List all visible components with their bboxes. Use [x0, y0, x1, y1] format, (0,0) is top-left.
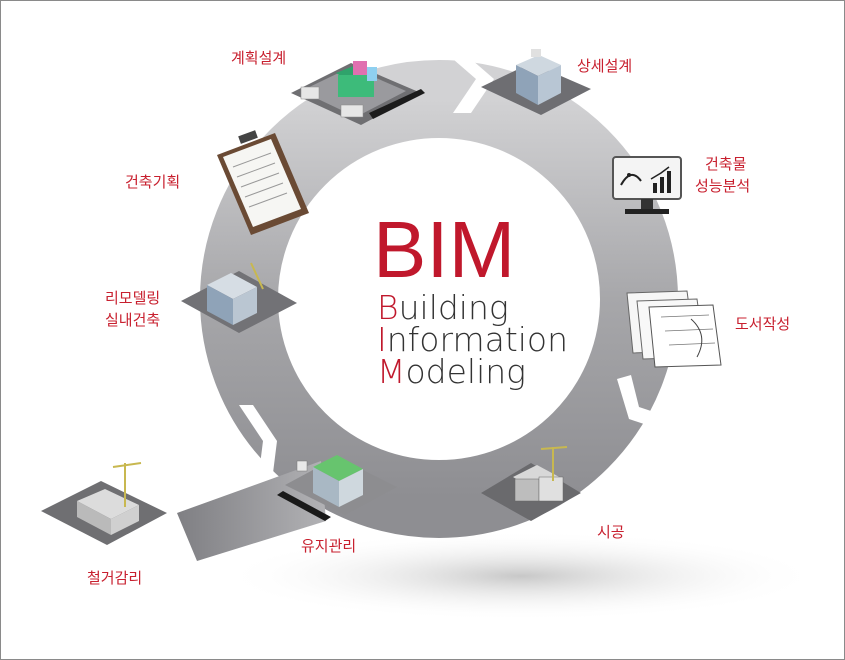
monitor-chart-icon: [612, 156, 682, 214]
label-remodel-line2: 실내건축: [105, 311, 160, 329]
building-icon: [481, 49, 591, 115]
bim-line-modeling: Modeling: [377, 352, 526, 391]
label-perf-analysis-line1: 건축물: [705, 155, 746, 173]
label-perf-analysis-line2: 성능분석: [695, 177, 750, 195]
center-disk: [279, 139, 599, 459]
label-drawing: 도서작성: [735, 315, 790, 333]
bim-title: BIM: [373, 205, 515, 294]
bim-line-building: Building: [377, 288, 509, 327]
label-remodel-line1: 리모델링: [105, 289, 160, 307]
renovation-building-icon: [181, 262, 297, 333]
bim-line-information: Information: [377, 320, 568, 359]
label-construction: 시공: [597, 523, 625, 541]
green-roof-building-icon: [277, 455, 397, 521]
label-planning: 건축기획: [125, 173, 180, 191]
label-plan-design: 계획설계: [231, 49, 286, 67]
arrow-notch-top: [446, 53, 494, 113]
demolition-site-icon: [41, 462, 167, 545]
clipboard-document-icon: [217, 130, 309, 235]
label-detail-design: 상세설계: [577, 57, 632, 75]
blueprint-stack-icon: [626, 290, 722, 368]
crane-construction-icon: [481, 446, 581, 521]
arrow-notch-right: [617, 375, 669, 431]
label-demolition: 철거감리: [87, 569, 142, 587]
arrow-notch-left: [239, 405, 277, 473]
building-site-icon: [291, 61, 425, 125]
floor-shadow: [221, 531, 821, 621]
label-maintenance: 유지관리: [301, 537, 356, 555]
